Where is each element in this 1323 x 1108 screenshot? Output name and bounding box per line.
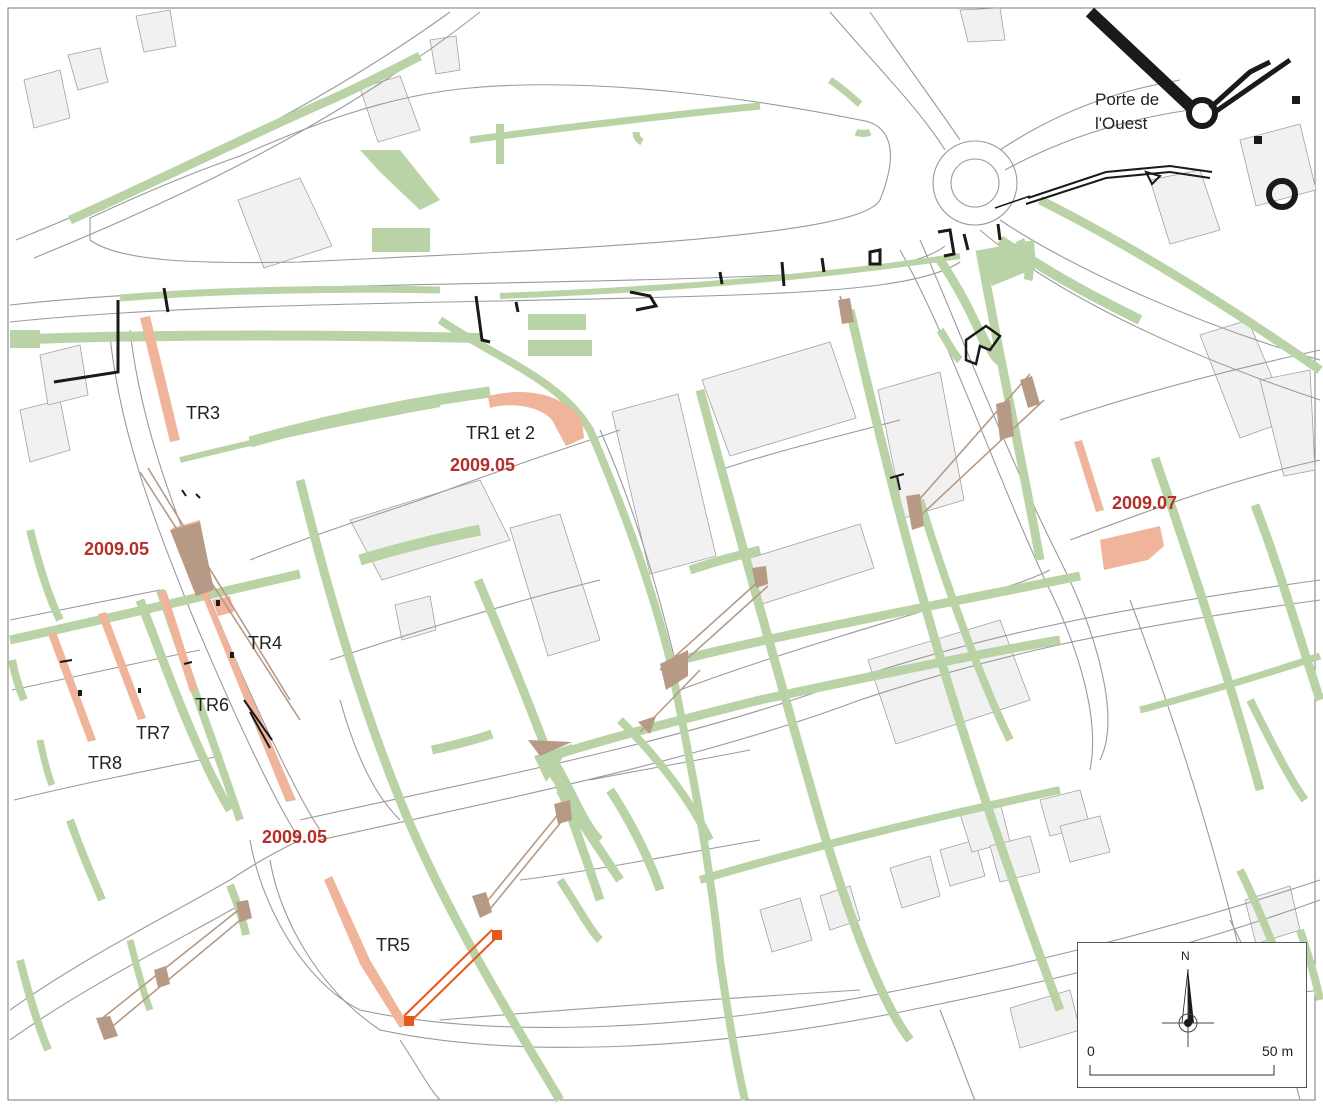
- label-tr5: TR5: [376, 935, 411, 955]
- code-2009-05-c: 2009.05: [262, 827, 328, 847]
- trench-2009-07-b: [1100, 526, 1164, 570]
- label-tr8: TR8: [88, 753, 123, 773]
- ancient-roads-layer: [8, 51, 1323, 1103]
- label-porte-de-louest: Porte de l'Ouest: [1095, 88, 1159, 136]
- gate-line-1: Porte de: [1095, 90, 1160, 109]
- trench-2009-07-a: [1074, 440, 1104, 512]
- ancient-roads-fill: [10, 124, 1036, 782]
- trench-tr3: [140, 316, 180, 442]
- code-2009-05-a: 2009.05: [450, 455, 516, 475]
- diagnostic-patches: [96, 298, 1040, 1040]
- gate-line-2: l'Ouest: [1095, 114, 1148, 133]
- label-tr7: TR7: [136, 723, 171, 743]
- scale-legend: N 0 50 m: [1077, 942, 1307, 1088]
- trench-tr8: [48, 632, 96, 742]
- scale-bar: [1089, 1065, 1275, 1076]
- wall-details: [78, 96, 1300, 696]
- scale-start-label: 0: [1087, 1043, 1095, 1059]
- trench-tr5: [324, 876, 408, 1028]
- label-tr4: TR4: [248, 633, 283, 653]
- code-2009-05-b: 2009.05: [84, 539, 150, 559]
- label-tr1-2: TR1 et 2: [466, 423, 536, 443]
- buildings-layer: [19, 7, 1317, 1049]
- label-tr6: TR6: [195, 695, 230, 715]
- walls-layer: [53, 7, 1298, 749]
- north-arrow-icon: [1162, 968, 1214, 1047]
- code-2009-07: 2009.07: [1112, 493, 1178, 513]
- trench-tr6: [158, 590, 198, 692]
- scale-end-label: 50 m: [1262, 1043, 1294, 1059]
- label-tr3: TR3: [186, 403, 221, 423]
- trench-tr7: [98, 612, 146, 720]
- diagnostic-trenches-layer: [99, 295, 1045, 1031]
- north-label: N: [1181, 949, 1190, 963]
- highlight-trench: [403, 929, 502, 1026]
- trench-tr1-2: [488, 391, 584, 446]
